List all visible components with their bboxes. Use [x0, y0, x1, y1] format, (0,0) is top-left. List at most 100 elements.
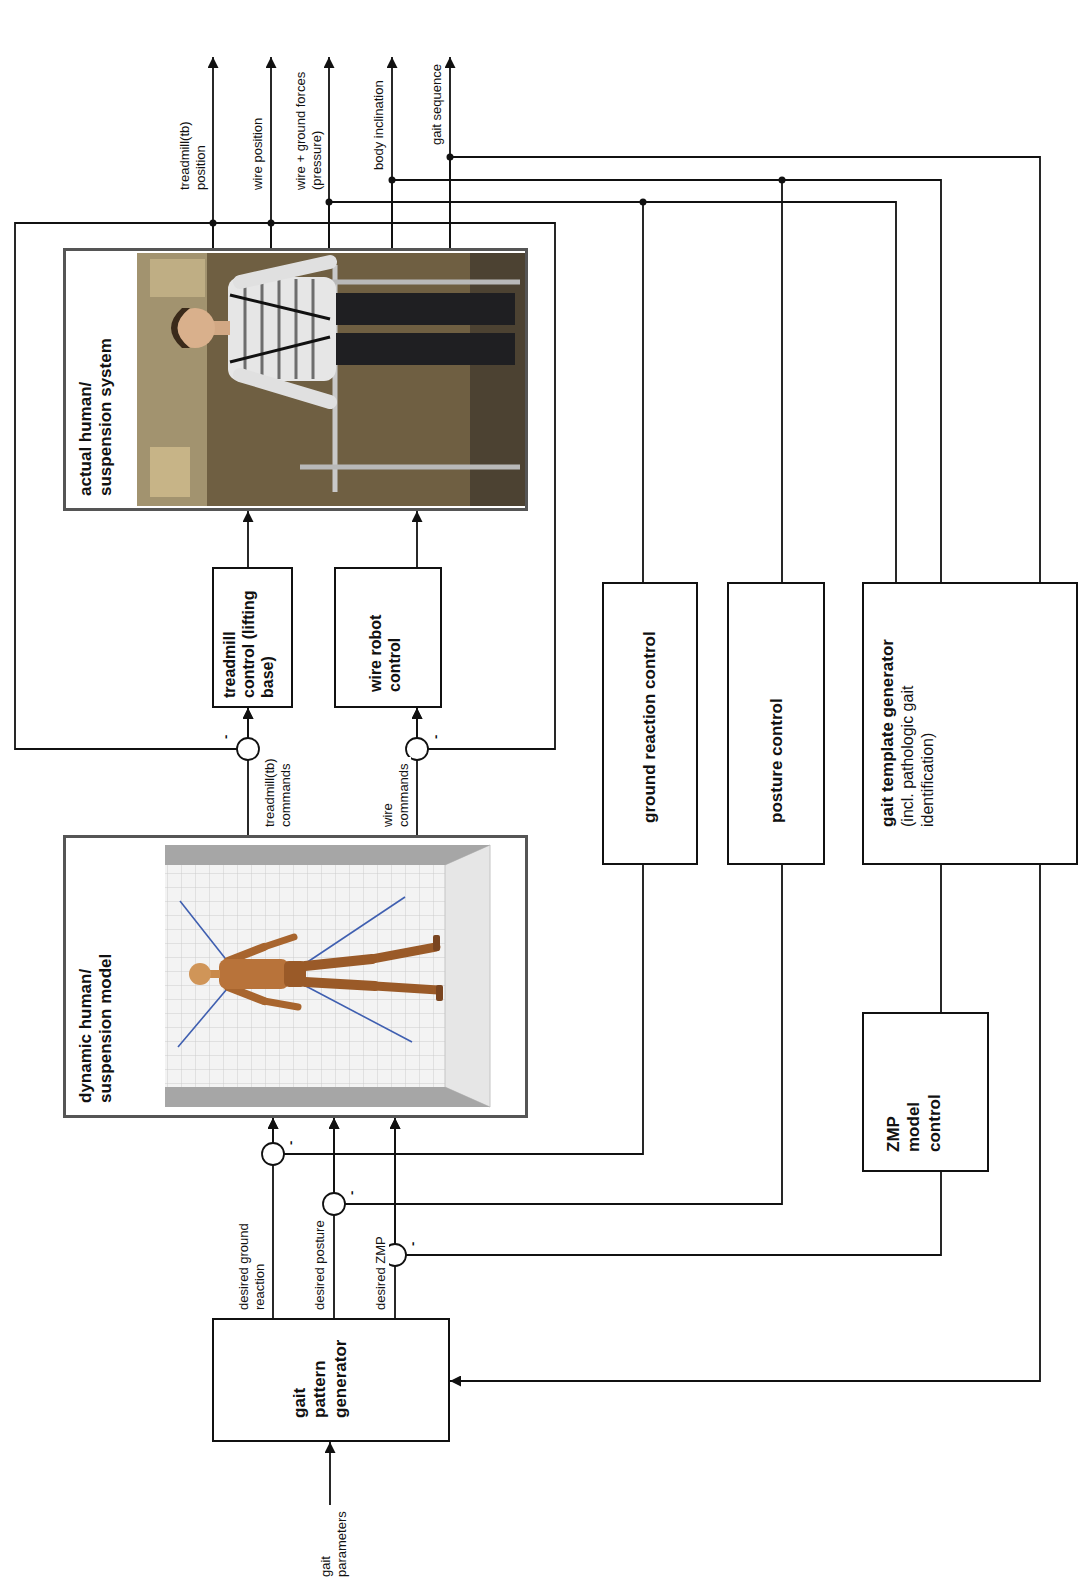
- branch-dot: [268, 220, 275, 227]
- box-title: wire robot control: [366, 592, 404, 692]
- stripe: [261, 279, 264, 379]
- model-rendering: [165, 845, 490, 1107]
- model-panel: dynamic human/ suspension model: [63, 835, 528, 1118]
- summing-junction: [237, 738, 259, 760]
- leg: [305, 982, 375, 986]
- branch-dot: [389, 177, 396, 184]
- trouser-leg: [330, 333, 515, 365]
- signal-label: wire position: [250, 116, 266, 192]
- sign-mark: -: [344, 1189, 360, 1197]
- output-arrow: [270, 57, 272, 248]
- photo-wall: [137, 253, 207, 506]
- render-left-wall: [165, 1087, 490, 1107]
- box-title: gait template generator: [878, 620, 898, 827]
- render-right-wall: [165, 845, 490, 865]
- arm: [264, 937, 294, 947]
- striped-shirt: [228, 277, 336, 381]
- control-box: ground reaction control: [602, 582, 698, 865]
- input-arrow: [329, 1442, 331, 1507]
- box-title: ground reaction control: [640, 624, 660, 823]
- output-arrow: [328, 57, 330, 248]
- branch-dot: [326, 199, 333, 206]
- feedback-frame-segment: [213, 222, 271, 224]
- branch-dot: [210, 220, 217, 227]
- pelvis: [284, 961, 306, 987]
- summing-junction: [262, 1143, 284, 1165]
- signal-connector: [334, 865, 782, 1204]
- signal-label: wire commands: [380, 757, 411, 829]
- harness-strap: [230, 337, 330, 362]
- photo-shelf: [150, 259, 205, 297]
- wire: [300, 983, 412, 1042]
- arm: [240, 375, 330, 402]
- signal-connector: [450, 865, 1040, 1381]
- generator-box: gait template generator(incl. pathologic…: [862, 582, 1078, 865]
- signal-connector: [940, 865, 942, 1012]
- signal-connector: [450, 157, 1040, 582]
- render-grid: [165, 865, 445, 1087]
- output-arrow: [391, 57, 393, 248]
- signal-connector: [329, 202, 643, 582]
- photo-background: [137, 253, 526, 506]
- sign-mark: -: [428, 733, 444, 741]
- lab-photo: [137, 253, 526, 506]
- summing-junctions: [237, 738, 428, 1266]
- photo-shelf: [150, 447, 190, 497]
- leg: [375, 986, 438, 990]
- signal-connector: [271, 223, 555, 749]
- signal-connector: [273, 865, 643, 1154]
- leg: [372, 947, 436, 959]
- render-background: [165, 845, 490, 1107]
- trouser-leg: [330, 293, 515, 325]
- sign-mark: -: [283, 1139, 299, 1147]
- box-title: posture control: [767, 624, 787, 823]
- signal-label: desired ground reaction: [236, 1196, 267, 1312]
- arm: [228, 987, 264, 1001]
- signal-label: desired ZMP: [373, 1234, 389, 1312]
- control-box: ZMP model control: [862, 1012, 989, 1172]
- foot: [433, 935, 440, 951]
- stripe: [312, 279, 315, 379]
- box-note: (incl. pathologic gait identification): [898, 662, 936, 827]
- render-floor: [445, 845, 490, 1107]
- shirt-stripes: [245, 279, 313, 379]
- signal-label: wire + ground forces (pressure): [293, 33, 324, 192]
- foot: [436, 985, 443, 1001]
- process-box: gait pattern generator: [212, 1318, 450, 1442]
- control-box: treadmill control (lifting base): [212, 567, 293, 708]
- output-arrow: [212, 57, 214, 248]
- signal-connector: [392, 180, 941, 582]
- neck: [210, 970, 220, 978]
- hair: [171, 308, 190, 348]
- arm: [228, 947, 264, 961]
- stripe: [295, 279, 298, 379]
- signal-connector: [329, 202, 896, 582]
- render-back-wall: [165, 865, 445, 1087]
- box-title: actual human/ suspension system: [76, 316, 117, 496]
- signal-connector: [416, 511, 418, 567]
- output-signals: [213, 57, 450, 1507]
- human-model-figure: [189, 935, 443, 1007]
- wire: [178, 983, 232, 1047]
- signal-label: body inclination: [371, 78, 387, 172]
- signal-label: desired posture: [312, 1218, 328, 1312]
- suspension-wires: [178, 897, 412, 1047]
- system-panel: actual human/ suspension system: [63, 248, 528, 511]
- box-title: gait pattern generator: [290, 1342, 351, 1418]
- control-box: posture control: [727, 582, 825, 865]
- signal-label: treadmill(tb) commands: [262, 743, 293, 829]
- signal-connector: [247, 511, 249, 567]
- wire: [180, 901, 232, 967]
- box-title: treadmill control (lifting base): [220, 577, 278, 698]
- branch-dot: [779, 177, 786, 184]
- stripe: [244, 279, 247, 379]
- branch-dot: [447, 154, 454, 161]
- input-label: gait parameters: [318, 1505, 349, 1579]
- sign-mark: -: [405, 1240, 421, 1248]
- control-box: wire robot control: [334, 567, 442, 708]
- signal-label: gait sequence: [429, 62, 445, 147]
- leg: [305, 959, 372, 966]
- signal-label: treadmill(tb) position: [177, 78, 208, 192]
